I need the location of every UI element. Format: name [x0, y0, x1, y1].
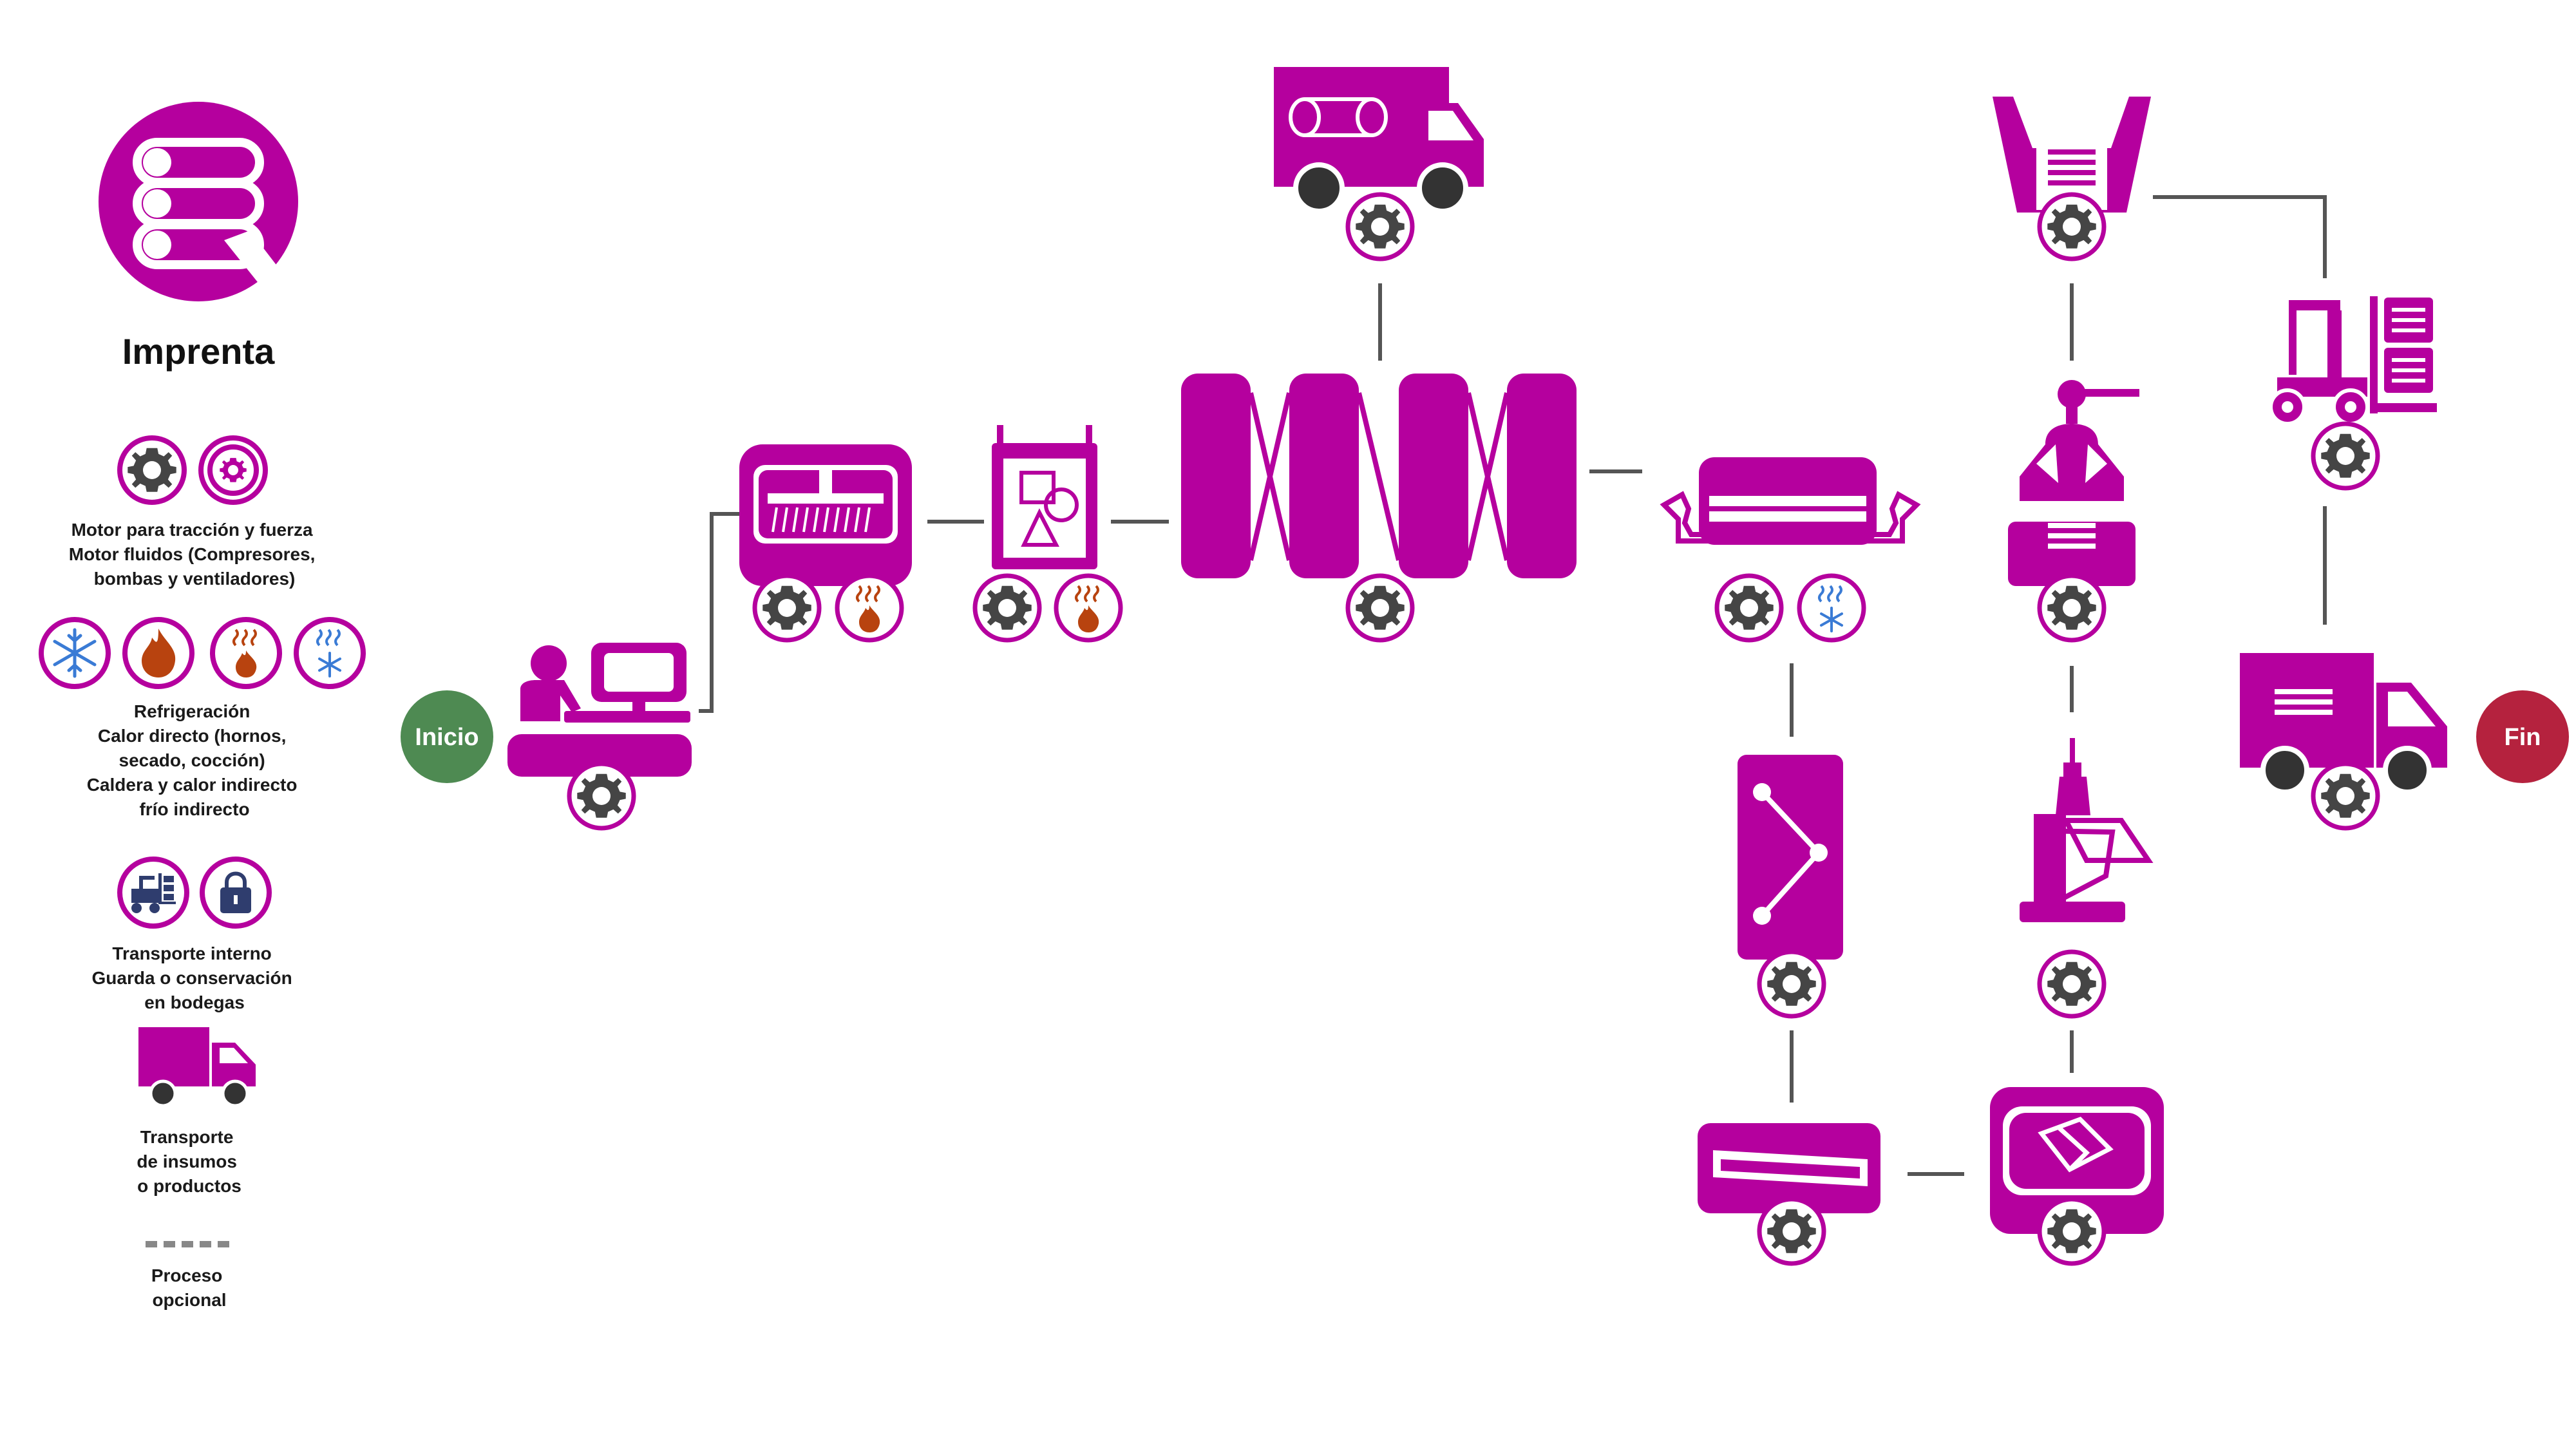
operator-computer-icon: [507, 643, 692, 777]
fan-gear-icon: [198, 435, 268, 505]
gear-icon: [2311, 761, 2380, 831]
legend-thermal-line: secado, cocción): [119, 750, 265, 770]
gluing-brush-icon: [2020, 738, 2154, 922]
gear-icon: [2037, 1197, 2107, 1266]
flame-icon: [122, 617, 194, 689]
boiler-heat-icon: [210, 617, 282, 689]
forklift-icon: [117, 857, 189, 929]
cutting-unit-icon: [1698, 1123, 1880, 1213]
connector: [2153, 195, 2327, 278]
legend-optional-line: Proceso: [151, 1265, 223, 1285]
energy-badges: [567, 192, 2380, 1266]
legend-truck-line: o productos: [137, 1176, 242, 1196]
gear-icon: [1757, 1197, 1826, 1266]
folding-unit-icon: [1738, 755, 1843, 960]
snowflake-icon: [39, 617, 111, 689]
legend-motor-line: bombas y ventiladores): [94, 569, 296, 589]
legend-thermal-line: Refrigeración: [134, 701, 251, 721]
indirect-cold-icon: [294, 617, 366, 689]
flame-heat-icon: [835, 573, 904, 643]
legend-thermal-icons: [39, 617, 366, 689]
legend-thermal-text: Refrigeración Calor directo (hornos, sec…: [87, 701, 303, 819]
start-node: Inicio: [401, 690, 493, 783]
stacking-press-icon: [2008, 380, 2139, 586]
printing-rollers-icon: [1181, 374, 1577, 578]
binding-unit-icon: [1990, 1087, 2164, 1234]
gear-icon: [1757, 949, 1826, 1019]
connectors: [699, 195, 2327, 1176]
legend-internal-text: Transporte interno Guarda o conservación…: [92, 943, 298, 1012]
legend: Imprenta Motor para tracción y fuerza Mo…: [39, 102, 366, 1310]
gear-icon: [2037, 192, 2107, 261]
legend-internal-line: Transporte interno: [112, 943, 271, 963]
end-label: Fin: [2505, 724, 2541, 751]
legend-internal-line: Guarda o conservación: [92, 968, 292, 988]
gear-icon: [1345, 573, 1415, 643]
delivery-truck-icon: [2240, 653, 2447, 795]
legend-truck-line: Transporte: [140, 1127, 234, 1147]
truck-icon: [138, 1027, 256, 1108]
legend-truck-text: Transporte de insumos o productos: [137, 1127, 242, 1196]
washer-machine-icon: [739, 444, 912, 586]
legend-internal-icons: [117, 857, 272, 929]
indirect-cold-icon: [1797, 573, 1866, 643]
legend-optional-text: Proceso opcional: [151, 1265, 227, 1310]
forklift-icon: [2269, 296, 2437, 426]
brand-logo: [99, 102, 298, 301]
legend-motor-icons: [117, 435, 268, 505]
legend-motor-line: Motor fluidos (Compresores,: [69, 544, 316, 564]
legend-motor-line: Motor para tracción y fuerza: [71, 520, 313, 540]
gear-icon: [1345, 192, 1415, 261]
legend-optional-line: opcional: [152, 1290, 226, 1310]
padlock-icon: [200, 857, 272, 929]
legend-internal-line: en bodegas: [144, 992, 245, 1012]
gear-icon: [1714, 573, 1784, 643]
legend-motor-text: Motor para tracción y fuerza Motor fluid…: [69, 520, 320, 589]
gear-icon: [2037, 949, 2107, 1019]
legend-truck-line: de insumos: [137, 1151, 237, 1171]
legend-thermal-line: Caldera y calor indirecto: [87, 775, 298, 795]
legend-thermal-line: Calor directo (hornos,: [98, 726, 286, 746]
page-title: Imprenta: [122, 331, 275, 372]
gear-icon: [752, 573, 822, 643]
gear-icon: [972, 573, 1042, 643]
legend-thermal-line: frío indirecto: [139, 799, 249, 819]
coating-tray-icon: [1660, 457, 1921, 545]
start-label: Inicio: [415, 724, 478, 751]
flame-heat-icon: [1054, 573, 1123, 643]
connector: [699, 512, 741, 713]
gear-icon: [567, 761, 636, 831]
paper-roll-truck-icon: [1274, 67, 1484, 214]
gear-icon: [117, 435, 187, 505]
gear-icon: [2037, 573, 2107, 643]
plate-design-icon: [992, 425, 1097, 569]
gear-icon: [2311, 421, 2380, 491]
end-node: Fin: [2476, 690, 2569, 783]
